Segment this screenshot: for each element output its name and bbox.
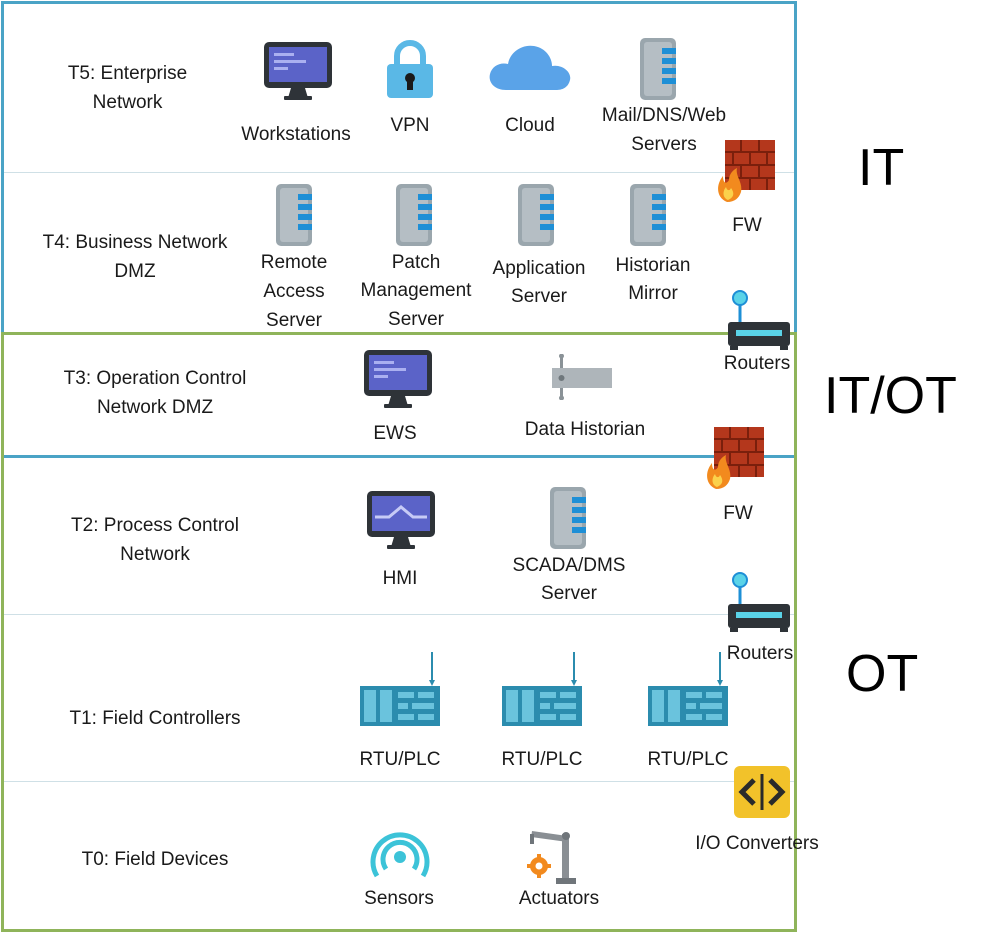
- sensors-label: Sensors: [364, 888, 434, 909]
- rtu-plc-icon-2: [502, 652, 582, 728]
- historian-mirror-label-1: Historian: [615, 255, 691, 276]
- workstations-monitor-icon: [264, 42, 332, 100]
- hmi-monitor-icon: [367, 491, 435, 549]
- remote-access-server-icon: [276, 184, 312, 246]
- vpn-lock-icon: [387, 40, 433, 98]
- application-server-label-1: Application: [492, 258, 586, 279]
- rtu-plc-label-3: RTU/PLC: [647, 749, 729, 770]
- scada-dms-label-2: Server: [541, 583, 597, 604]
- it-zone-frame: [1, 1, 797, 458]
- data-historian-label: Data Historian: [524, 419, 646, 440]
- scada-dms-server-icon: [550, 487, 586, 549]
- rtu-plc-label-1: RTU/PLC: [359, 749, 441, 770]
- router-icon-1: [728, 290, 790, 350]
- mail-dns-web-label-1: Mail/DNS/Web: [601, 105, 727, 126]
- fw-label-1: FW: [732, 215, 762, 236]
- actuator-robot-arm-icon: [526, 828, 588, 888]
- tier-t4-label: T4: Business Network DMZ: [42, 232, 228, 282]
- cloud-label: Cloud: [505, 115, 555, 136]
- scada-dms-label-1: SCADA/DMS: [512, 555, 626, 576]
- cloud-icon: [488, 44, 572, 92]
- tier-t5-label: T5: Enterprise Network: [67, 63, 188, 113]
- application-server-icon: [518, 184, 554, 246]
- firewall-icon-2: [706, 427, 768, 491]
- separator-t1-t0: [4, 781, 794, 782]
- fw-label-2: FW: [723, 503, 753, 524]
- ot-zone-frame: [1, 332, 797, 932]
- historian-mirror-label-2: Mirror: [628, 283, 678, 304]
- data-historian-icon: [552, 354, 612, 400]
- zone-ot-label: OT: [846, 645, 919, 703]
- tier-t0-label: T0: Field Devices: [81, 849, 229, 870]
- patch-management-label-1: Patch: [391, 252, 441, 273]
- actuators-label: Actuators: [518, 888, 600, 909]
- routers-label-1: Routers: [723, 353, 791, 374]
- rtu-plc-icon-3: [648, 652, 728, 728]
- historian-mirror-server-icon: [630, 184, 666, 246]
- application-server-label-2: Server: [511, 286, 567, 307]
- zone-itot-label: IT/OT: [824, 367, 957, 425]
- io-converter-icon: [734, 766, 790, 818]
- mail-dns-web-label-2: Servers: [631, 134, 697, 155]
- tier-t2-label: T2: Process Control Network: [71, 515, 239, 565]
- mail-dns-web-server-icon: [640, 38, 676, 100]
- hmi-label: HMI: [382, 568, 418, 589]
- firewall-icon-1: [717, 140, 779, 204]
- ews-label: EWS: [373, 423, 417, 444]
- patch-management-label-3: Server: [388, 309, 444, 330]
- tier-t3-label: T3: Operation Control Network DMZ: [63, 368, 247, 418]
- zone-it-label: IT: [858, 139, 905, 197]
- remote-access-label-2: Access: [263, 281, 325, 302]
- io-converters-label: I/O Converters: [695, 833, 819, 854]
- tier-t1-label: T1: Field Controllers: [69, 708, 241, 729]
- remote-access-label-3: Server: [266, 310, 322, 331]
- workstations-label: Workstations: [241, 124, 351, 145]
- patch-management-server-icon: [396, 184, 432, 246]
- rtu-plc-label-2: RTU/PLC: [501, 749, 583, 770]
- ews-monitor-icon: [364, 350, 432, 408]
- routers-label-2: Routers: [726, 643, 794, 664]
- separator-t2-t1: [4, 614, 794, 615]
- sensor-icon: [369, 826, 431, 882]
- remote-access-label-1: Remote: [260, 252, 328, 273]
- vpn-label: VPN: [390, 115, 430, 136]
- router-icon-2: [728, 572, 790, 632]
- rtu-plc-icon-1: [360, 652, 440, 728]
- patch-management-label-2: Management: [360, 280, 472, 301]
- separator-t5-t4: [4, 172, 794, 173]
